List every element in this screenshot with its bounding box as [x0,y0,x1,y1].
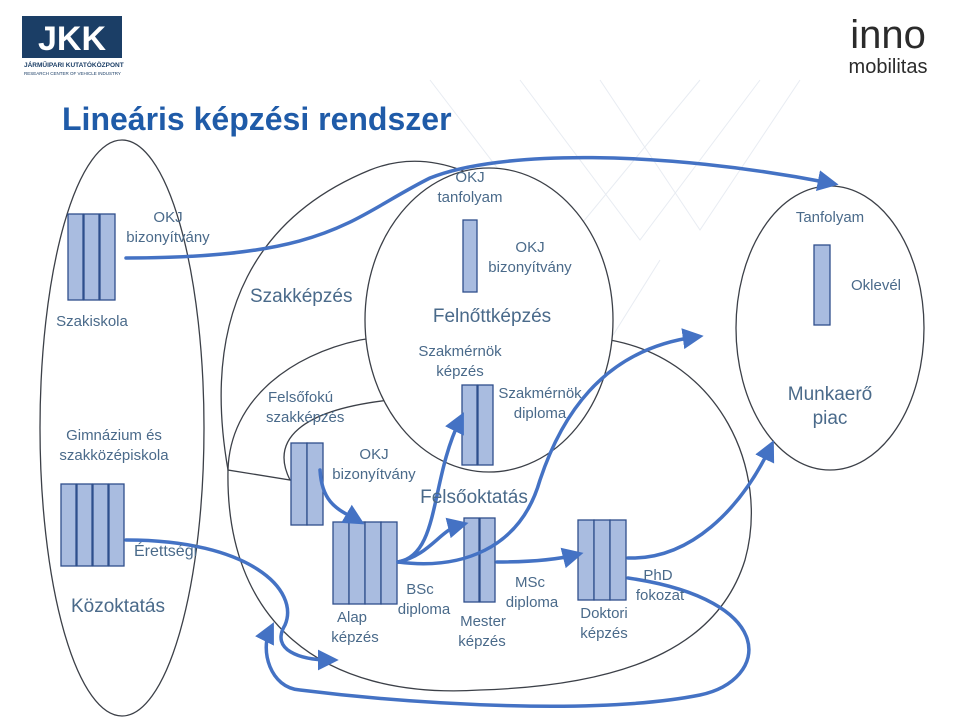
felsofoku-certificate-stack [290,442,324,526]
jkk-logo-subtitle: RESEARCH CENTER OF VEHICLE INDUSTRY [24,71,121,76]
label-felnottkepzes: Felnőttképzés [433,306,551,327]
erettsegi-certificate-stack [60,483,125,567]
label-okj-bizonyitvany-top-2: bizonyítvány [488,259,572,276]
label-szakmernok-kepzes-2: képzés [436,363,484,380]
label-felsooktatas: Felsőoktatás [420,487,528,508]
label-alap-kepzes-1: Alap [337,609,367,626]
okj-certificate-stack-left [67,213,116,301]
label-oklevel: Oklevél [851,277,901,294]
label-phd-fokozat-2: fokozat [636,587,685,604]
jkk-logo-name: JÁRMŰIPARI KUTATÓKÖZPONT [24,60,124,69]
arrow-felsofoku-to-alapkepzes [318,468,365,525]
label-okj-bizonyitvany-mid-2: bizonyítvány [332,466,416,483]
label-alap-kepzes-2: képzés [331,629,379,646]
phd-certificate-stack [577,519,627,601]
oklevel-certificate [813,244,831,326]
arrow-erettsegi-to-alapkepzes [124,538,339,671]
label-okj-bizonyitvany-mid-1: OKJ [359,446,388,463]
arrow-msc-to-doktori [495,547,584,569]
label-szakiskola: Szakiskola [56,313,128,330]
label-erettsegi: Érettségi [134,541,197,560]
label-munkaero-piac-2: piac [813,408,848,429]
felnottkepzes-ellipse [364,167,614,473]
label-tanfolyam: Tanfolyam [796,209,864,226]
label-szakmernok-diploma-2: diploma [514,405,567,422]
innomobilitas-logo: inno mobilitas [849,13,928,78]
arrow-bsc-to-mester [396,517,469,564]
okj-tanfolyam-certificate [462,219,478,293]
arrow-phd-to-munkaero [626,440,775,560]
label-okj-bizonyitvany-left-1: OKJ [153,209,182,226]
arrow-okj-to-tanfolyam [124,155,839,260]
label-bsc-diploma-2: diploma [398,601,451,618]
label-szakmernok-kepzes-1: Szakmérnök [418,343,502,360]
jkk-logo: JKK JÁRMŰIPARI KUTATÓKÖZPONT RESEARCH CE… [22,16,124,76]
label-doktori-kepzes-1: Doktori [580,605,628,622]
inno-logo-word: inno [850,13,926,57]
label-munkaero-piac-1: Munkaerő [788,384,873,405]
label-mester-kepzes-2: képzés [458,633,506,650]
label-gimnazium-1: Gimnázium és [66,427,162,444]
arrow-phd-loop-back [255,576,751,708]
bsc-diploma-stack [332,521,398,605]
label-szakkepzes: Szakképzés [250,286,352,307]
jkk-logo-mark: JKK [38,20,106,58]
label-bsc-diploma-1: BSc [406,581,434,598]
label-felsofoku-1: Felsőfokú [268,389,333,406]
arrow-bsc-to-munkaero-upper [396,328,704,566]
label-phd-fokozat-1: PhD [643,567,672,584]
label-gimnazium-2: szakközépiskola [59,447,169,464]
label-doktori-kepzes-2: képzés [580,625,628,642]
label-szakmernok-diploma-1: Szakmérnök [498,385,582,402]
page-title: Lineáris képzési rendszer [62,101,452,137]
label-mester-kepzes-1: Mester [460,613,506,630]
label-msc-diploma-2: diploma [506,594,559,611]
label-felsofoku-2: szakképzés [266,409,344,426]
mobilitas-logo-word: mobilitas [849,56,928,78]
jkk-logo-box [22,16,122,58]
kozoktatas-ellipse [39,139,205,717]
label-okj-tanfolyam-1: OKJ [455,169,484,186]
label-okj-tanfolyam-2: tanfolyam [437,189,502,206]
label-msc-diploma-1: MSc [515,574,546,591]
msc-diploma-stack [463,517,496,603]
label-kozoktatas: Közoktatás [71,596,165,617]
label-okj-bizonyitvany-left-2: bizonyítvány [126,229,210,246]
szakmernok-diploma-stack [461,384,494,466]
label-okj-bizonyitvany-top-1: OKJ [515,239,544,256]
